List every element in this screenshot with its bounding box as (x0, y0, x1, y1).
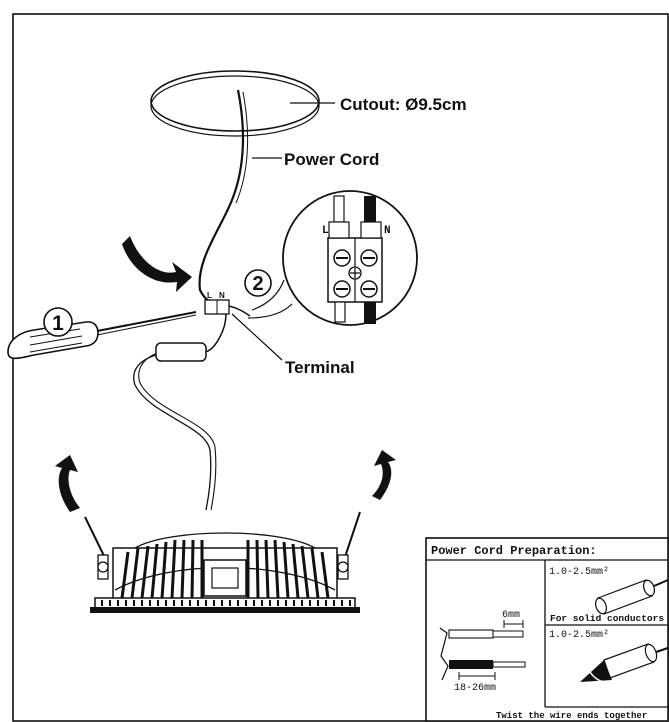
driver-wire-bottom (133, 354, 212, 511)
solid-conductor-icon (594, 579, 669, 615)
strip-length-label: 6mm (502, 610, 520, 621)
insulation-length-label: 18-26mm (454, 683, 496, 694)
stranded-size-label: 1.0-2.5mm² (549, 630, 609, 641)
twist-caption: Twist the wire ends together (496, 711, 647, 721)
screwdriver-icon (7, 311, 197, 360)
prep-box: Power Cord Preparation: 6mm 18-26mm 1.0-… (425, 537, 669, 722)
power-cord (198, 89, 245, 305)
step-1-number: 1 (52, 312, 64, 335)
cutout-label: Cutout: Ø9.5cm (340, 95, 467, 114)
step-2-number: 2 (252, 273, 263, 295)
stranded-conductor-icon (580, 643, 669, 683)
prep-title: Power Cord Preparation: (431, 544, 597, 558)
terminal-block: L N (204, 291, 251, 317)
terminal-detail: L N (247, 190, 418, 326)
driver-wire-top (204, 313, 227, 353)
diagram-border (12, 13, 669, 722)
solid-caption: For solid conductors (550, 613, 664, 624)
terminal-leader (231, 313, 283, 361)
up-arrow-right-icon (372, 450, 396, 500)
led-driver (155, 342, 207, 362)
spring-clip-left (84, 516, 109, 580)
step-1-badge (43, 307, 73, 337)
power-cord-label: Power Cord (284, 150, 379, 169)
up-arrow-left-icon (55, 455, 80, 512)
terminal-detail-l: L (322, 225, 329, 237)
terminal-label: Terminal (285, 358, 355, 377)
curved-arrow-icon (122, 236, 192, 292)
downlight-fixture (90, 532, 360, 613)
terminal-detail-n: N (384, 225, 391, 237)
wire-l-label: L (207, 291, 212, 300)
step-2-badge (244, 269, 272, 297)
solid-size-label: 1.0-2.5mm² (549, 567, 609, 578)
power-cord-inner (235, 91, 249, 204)
cutout-disc (150, 70, 320, 137)
wire-n-label: N (219, 291, 225, 300)
spring-clip-right (337, 511, 361, 580)
